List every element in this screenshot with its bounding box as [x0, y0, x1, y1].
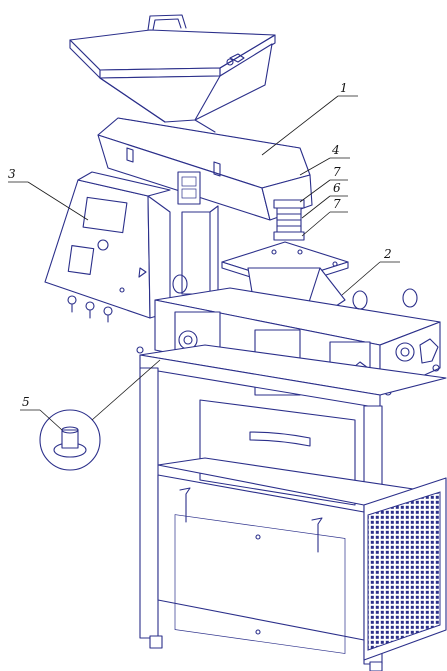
support-column	[181, 205, 219, 295]
vent-grille	[363, 477, 447, 661]
callout-2: 2	[383, 247, 392, 261]
callouts: 1 4 7 6 7 3 2 5	[8, 81, 400, 431]
callout-7-lower: 7	[333, 197, 341, 211]
bellows	[273, 199, 305, 241]
callout-1: 1	[340, 81, 348, 95]
callout-4: 4	[331, 143, 340, 157]
hopper	[99, 43, 273, 133]
control-box	[44, 171, 171, 323]
callout-7-upper: 7	[333, 165, 341, 179]
detail-circle-part-5	[39, 359, 161, 471]
hopper-lid	[69, 14, 276, 79]
callout-6: 6	[333, 181, 341, 195]
callout-5: 5	[22, 395, 30, 409]
callout-3: 3	[8, 167, 16, 181]
stand	[139, 344, 447, 671]
